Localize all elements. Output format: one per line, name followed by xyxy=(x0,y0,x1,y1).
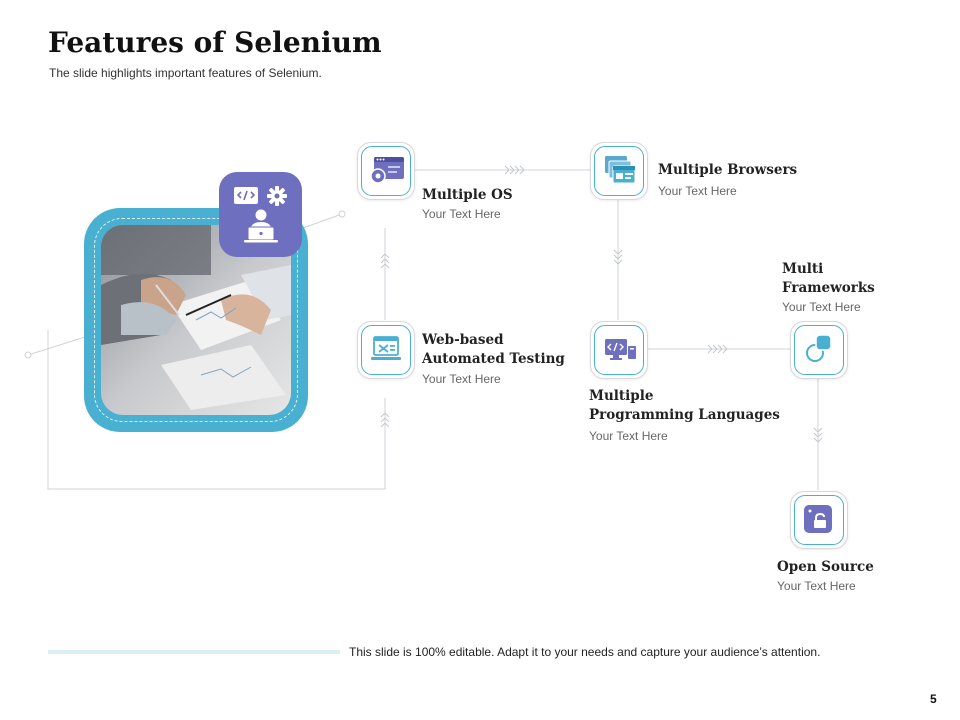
open-source-node xyxy=(790,491,848,549)
multiple-os-node xyxy=(357,142,415,200)
multiple-browsers-node xyxy=(590,142,648,200)
footer-note: This slide is 100% editable. Adapt it to… xyxy=(349,645,821,659)
feature-desc-frameworks: Your Text Here xyxy=(782,300,861,314)
programming-languages-node xyxy=(590,321,648,379)
feature-desc-automated-testing: Your Text Here xyxy=(422,372,501,386)
developer-badge xyxy=(219,172,302,257)
automated-testing-node xyxy=(357,321,415,379)
footer-accent-bar xyxy=(48,650,340,654)
slide-subtitle: The slide highlights important features … xyxy=(49,66,322,80)
frameworks-node xyxy=(790,321,848,379)
automated-testing-icon xyxy=(371,336,401,360)
browser-windows-icon xyxy=(605,156,636,184)
feature-desc-multiple-os: Your Text Here xyxy=(422,207,501,221)
feature-title-multiple-browsers: Multiple Browsers xyxy=(658,162,798,178)
open-source-icon xyxy=(804,505,832,533)
page-number: 5 xyxy=(930,692,937,706)
developer-icon xyxy=(234,186,287,243)
feature-title-frameworks: Multi Frameworks xyxy=(782,261,875,296)
slide-title: Features of Selenium xyxy=(48,26,382,59)
feature-title-open-source: Open Source xyxy=(777,559,874,575)
feature-title-automated-testing: Web-based Automated Testing xyxy=(422,332,565,367)
feature-title-multiple-os: Multiple OS xyxy=(422,187,513,203)
os-settings-icon xyxy=(370,157,404,184)
feature-desc-programming-languages: Your Text Here xyxy=(589,429,668,443)
frameworks-icon xyxy=(806,334,832,362)
photo-frame xyxy=(84,208,308,432)
feature-title-programming-languages: Multiple Programming Languages xyxy=(589,388,780,423)
meeting-photo xyxy=(101,225,291,415)
feature-desc-open-source: Your Text Here xyxy=(777,579,856,593)
feature-desc-multiple-browsers: Your Text Here xyxy=(658,184,737,198)
code-monitor-icon xyxy=(605,339,636,360)
